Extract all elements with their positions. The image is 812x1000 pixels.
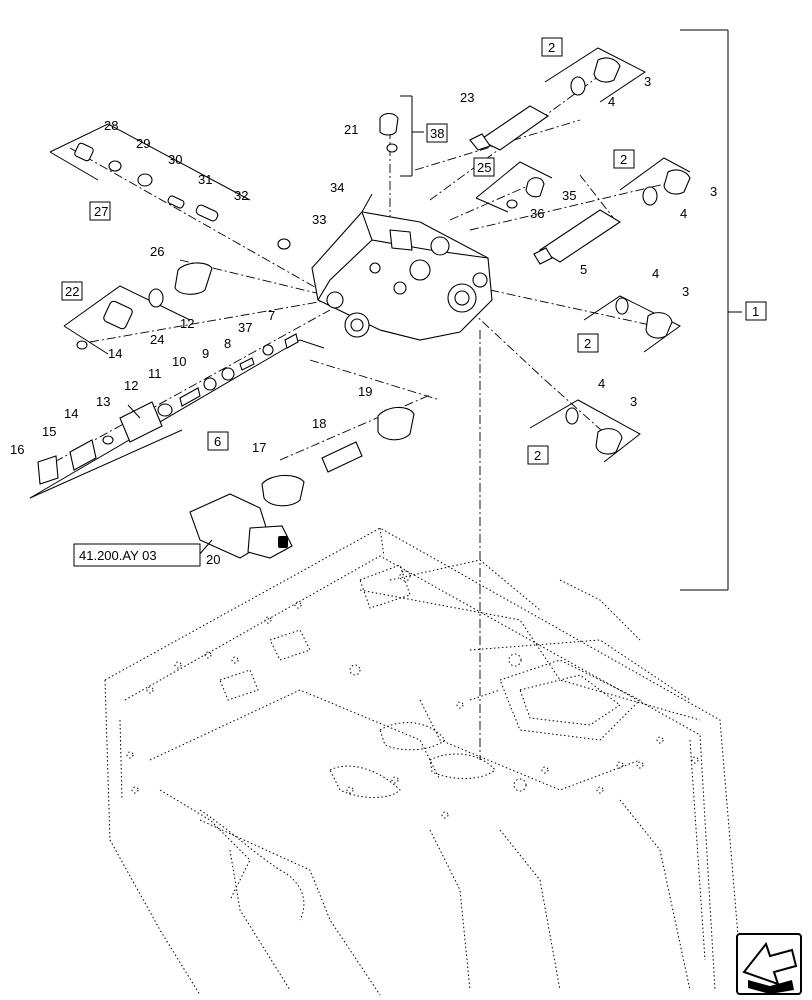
item-label-2a: 2 bbox=[548, 40, 555, 55]
item-label-8: 8 bbox=[224, 336, 231, 351]
right-side-parts bbox=[189, 47, 691, 559]
reference-boxes bbox=[61, 37, 767, 567]
item-label-7: 7 bbox=[268, 308, 275, 323]
item-label-4b: 4 bbox=[680, 206, 687, 221]
item-label-6: 6 bbox=[214, 434, 221, 449]
item-label-33: 33 bbox=[312, 212, 326, 227]
item-label-19: 19 bbox=[358, 384, 372, 399]
item-label-32: 32 bbox=[234, 188, 248, 203]
item-label-21: 21 bbox=[344, 122, 358, 137]
item-label-25: 25 bbox=[477, 160, 491, 175]
item-labels: 1 2 3 4 23 21 38 28 29 30 31 32 27 34 25… bbox=[10, 40, 759, 567]
navigation-arrow-icon bbox=[736, 933, 802, 995]
item-label-30: 30 bbox=[168, 152, 182, 167]
reference-label-box bbox=[73, 543, 201, 567]
item-label-37: 37 bbox=[238, 320, 252, 335]
item-label-4c: 4 bbox=[598, 376, 605, 391]
item-label-20: 20 bbox=[206, 552, 220, 567]
item-label-3b: 3 bbox=[710, 184, 717, 199]
item-label-10: 10 bbox=[172, 354, 186, 369]
item-label-4d: 4 bbox=[652, 266, 659, 281]
item-label-5: 5 bbox=[580, 262, 587, 277]
item-label-24: 24 bbox=[150, 332, 164, 347]
item-label-22: 22 bbox=[65, 284, 79, 299]
transmission-housing-outline bbox=[104, 527, 741, 996]
item-label-29: 29 bbox=[136, 136, 150, 151]
item-label-27: 27 bbox=[94, 204, 108, 219]
item-label-3c: 3 bbox=[630, 394, 637, 409]
item-label-12a: 12 bbox=[180, 316, 194, 331]
item-label-17: 17 bbox=[252, 440, 266, 455]
kit-27-parts bbox=[49, 123, 251, 222]
reference-label: 41.200.AY 03 bbox=[79, 548, 157, 563]
item-label-23: 23 bbox=[460, 90, 474, 105]
valve-body bbox=[311, 211, 493, 341]
kit-6-parts bbox=[29, 333, 325, 499]
item-label-18: 18 bbox=[312, 416, 326, 431]
item-label-34: 34 bbox=[330, 180, 344, 195]
item-label-36: 36 bbox=[530, 206, 544, 221]
item-label-13: 13 bbox=[96, 394, 110, 409]
item-label-4a: 4 bbox=[608, 94, 615, 109]
kit-22-parts bbox=[63, 262, 213, 355]
item-label-9: 9 bbox=[202, 346, 209, 361]
item-label-14a: 14 bbox=[108, 346, 122, 361]
item-label-15: 15 bbox=[42, 424, 56, 439]
item-label-12b: 12 bbox=[124, 378, 138, 393]
item-label-28: 28 bbox=[104, 118, 118, 133]
item-label-2b: 2 bbox=[620, 152, 627, 167]
item-label-14b: 14 bbox=[64, 406, 78, 421]
item-label-11: 11 bbox=[148, 366, 162, 381]
item-label-1: 1 bbox=[752, 304, 759, 319]
item-label-2c: 2 bbox=[534, 448, 541, 463]
item-label-35: 35 bbox=[562, 188, 576, 203]
item-label-26: 26 bbox=[150, 244, 164, 259]
item-label-16: 16 bbox=[10, 442, 24, 457]
item-label-2d: 2 bbox=[584, 336, 591, 351]
item-label-31: 31 bbox=[198, 172, 212, 187]
item-label-3d: 3 bbox=[682, 284, 689, 299]
item-label-38: 38 bbox=[430, 126, 444, 141]
item-label-3a: 3 bbox=[644, 74, 651, 89]
